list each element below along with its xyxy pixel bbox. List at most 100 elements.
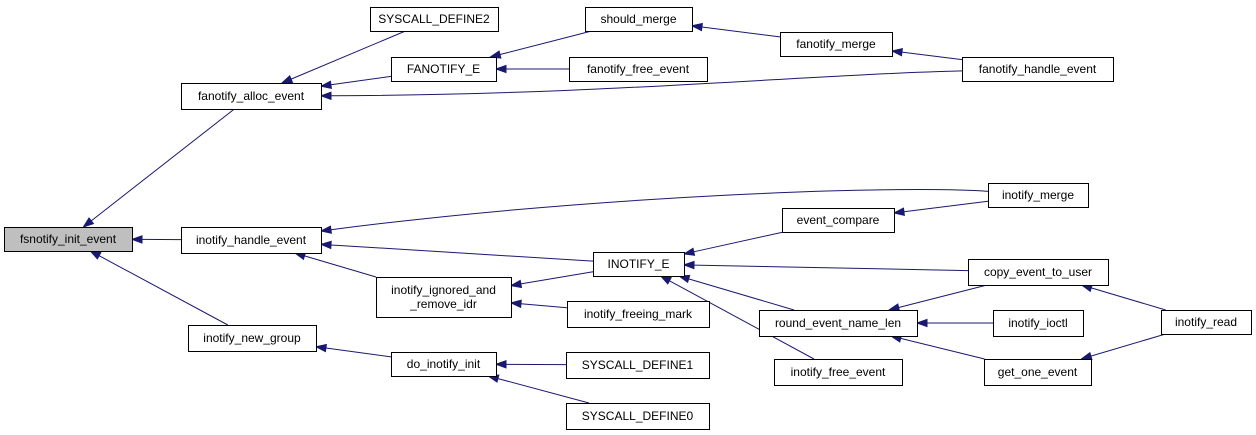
node-box[interactable] bbox=[569, 57, 708, 82]
edge-copy-event-to-user-to-inotify-e bbox=[693, 264, 969, 272]
arrowhead-icon bbox=[509, 299, 522, 309]
node-do-inotify-init[interactable]: do_inotify_init bbox=[391, 352, 497, 377]
edge-fanotify-alloc-event-to-fsnotify-init-event bbox=[90, 108, 235, 222]
node-label: fsnotify_init_event bbox=[20, 232, 117, 246]
node-fanotify-alloc-event[interactable]: fanotify_alloc_event bbox=[181, 83, 322, 110]
edge-round-event-name-len-to-inotify-e bbox=[688, 278, 795, 311]
arrowhead-icon bbox=[488, 50, 502, 59]
arrowhead-icon bbox=[915, 318, 928, 328]
node-box[interactable] bbox=[181, 83, 322, 110]
edge-inotify-merge-to-inotify-handle-event bbox=[330, 189, 989, 231]
node-label: inotify_freeing_mark bbox=[584, 307, 693, 321]
node-box[interactable] bbox=[181, 227, 322, 254]
arrowhead-icon bbox=[494, 360, 507, 369]
node-box[interactable] bbox=[968, 259, 1109, 286]
edge-fanotify-handle-event-to-fanotify-merge bbox=[901, 51, 963, 61]
node-round-event-name-len[interactable]: round_event_name_len bbox=[759, 310, 918, 337]
node-inotify-handle-event[interactable]: inotify_handle_event bbox=[181, 227, 322, 254]
node-fsnotify-init-event[interactable]: fsnotify_init_event bbox=[4, 227, 133, 252]
node-box[interactable] bbox=[593, 252, 685, 277]
node-box[interactable] bbox=[782, 208, 895, 233]
arrowhead-icon bbox=[1079, 351, 1093, 361]
node-box[interactable] bbox=[566, 403, 710, 430]
node-box[interactable] bbox=[188, 325, 317, 352]
node-box[interactable] bbox=[1161, 310, 1252, 335]
arrowhead-icon bbox=[319, 225, 332, 234]
arrowhead-icon bbox=[892, 207, 905, 216]
node-fanotify-free-event[interactable]: fanotify_free_event bbox=[569, 57, 708, 82]
node-label: inotify_read bbox=[1175, 315, 1237, 329]
node-syscall-define1[interactable]: SYSCALL_DEFINE1 bbox=[566, 352, 710, 379]
node-inotify-e[interactable]: INOTIFY_E bbox=[593, 252, 685, 277]
node-box[interactable] bbox=[988, 183, 1089, 208]
node-label: SYSCALL_DEFINE0 bbox=[582, 409, 694, 423]
node-label: should_merge bbox=[600, 12, 676, 26]
node-label: event_compare bbox=[797, 213, 880, 227]
edge-do-inotify-init-to-inotify-new-group bbox=[325, 347, 392, 358]
node-label: copy_event_to_user bbox=[984, 265, 1092, 279]
node-inotify-merge[interactable]: inotify_merge bbox=[988, 183, 1089, 208]
arrowhead-icon bbox=[690, 22, 703, 32]
edge-get-one-event-to-round-event-name-len bbox=[900, 337, 985, 360]
node-copy-event-to-user[interactable]: copy_event_to_user bbox=[968, 259, 1109, 286]
node-get-one-event[interactable]: get_one_event bbox=[984, 359, 1092, 386]
nodes-layer: fsnotify_init_event fanotify_alloc_eventi… bbox=[4, 7, 1252, 430]
node-label: inotify_merge bbox=[1002, 188, 1074, 202]
node-fanotify-handle-event[interactable]: fanotify_handle_event bbox=[962, 57, 1114, 82]
node-should-merge[interactable]: should_merge bbox=[585, 7, 693, 32]
arrowhead-icon bbox=[682, 247, 696, 256]
node-box[interactable] bbox=[567, 301, 710, 328]
node-inotify-new-group[interactable]: inotify_new_group bbox=[188, 325, 317, 352]
edge-inotify-merge-to-event-compare bbox=[903, 200, 989, 213]
arrowhead-icon bbox=[314, 343, 327, 353]
node-box[interactable] bbox=[391, 57, 497, 82]
node-label: inotify_new_group bbox=[203, 331, 301, 345]
edge-inotify-e-to-inotify-ignored-and-remove-idr bbox=[520, 271, 594, 285]
node-box[interactable] bbox=[984, 359, 1092, 386]
node-label: fanotify_free_event bbox=[587, 62, 690, 76]
node-box[interactable] bbox=[774, 359, 903, 386]
node-box[interactable] bbox=[759, 310, 918, 337]
edge-inotify-free-event-to-inotify-e bbox=[669, 280, 815, 360]
node-box[interactable] bbox=[962, 57, 1114, 82]
arrowhead-icon bbox=[319, 240, 332, 250]
node-box[interactable] bbox=[566, 352, 710, 379]
node-box[interactable] bbox=[370, 7, 499, 32]
node-inotify-free-event[interactable]: inotify_free_event bbox=[774, 359, 903, 386]
edge-inotify-new-group-to-fsnotify-init-event bbox=[98, 255, 229, 326]
arrowhead-icon bbox=[682, 260, 695, 270]
edge-fanotify-e-to-fanotify-alloc-event bbox=[330, 75, 392, 86]
node-label: fanotify_alloc_event bbox=[198, 89, 305, 103]
node-syscall-define0[interactable]: SYSCALL_DEFINE0 bbox=[566, 403, 710, 430]
node-inotify-freeing-mark[interactable]: inotify_freeing_mark bbox=[567, 301, 710, 328]
node-box[interactable] bbox=[780, 32, 893, 57]
arrowhead-icon bbox=[494, 64, 507, 74]
node-inotify-ignored-and-remove-idr[interactable]: inotify_ignored_and_remove_idr bbox=[376, 277, 512, 318]
node-syscall-define2[interactable]: SYSCALL_DEFINE2 bbox=[370, 7, 499, 32]
node-label: INOTIFY_E bbox=[607, 257, 669, 271]
arrowhead-icon bbox=[659, 275, 672, 285]
node-label: fanotify_merge bbox=[796, 37, 876, 51]
edge-event-compare-to-inotify-e bbox=[693, 231, 784, 253]
edges-layer bbox=[82, 22, 1166, 404]
arrowhead-icon bbox=[890, 47, 903, 57]
node-box[interactable] bbox=[376, 277, 512, 318]
arrowhead-icon bbox=[319, 80, 332, 89]
arrowhead-icon bbox=[89, 250, 102, 260]
node-fanotify-merge[interactable]: fanotify_merge bbox=[780, 32, 893, 57]
node-inotify-read[interactable]: inotify_read bbox=[1161, 310, 1252, 335]
node-fanotify-e[interactable]: FANOTIFY_E bbox=[391, 57, 497, 82]
node-box[interactable] bbox=[391, 352, 497, 377]
arrowhead-icon bbox=[130, 235, 143, 244]
edge-inotify-ignored-and-remove-idr-to-inotify-handle-event bbox=[304, 255, 377, 278]
node-label: inotify_ignored_and bbox=[391, 283, 496, 297]
node-label: fanotify_handle_event bbox=[979, 62, 1097, 76]
edge-inotify-e-to-inotify-handle-event bbox=[330, 244, 594, 262]
node-box[interactable] bbox=[4, 227, 133, 252]
node-event-compare[interactable]: event_compare bbox=[782, 208, 895, 233]
node-label: round_event_name_len bbox=[775, 316, 901, 330]
node-box[interactable] bbox=[585, 7, 693, 32]
node-box[interactable] bbox=[993, 310, 1084, 337]
node-inotify-ioctl[interactable]: inotify_ioctl bbox=[993, 310, 1084, 337]
node-label: SYSCALL_DEFINE2 bbox=[378, 12, 490, 26]
